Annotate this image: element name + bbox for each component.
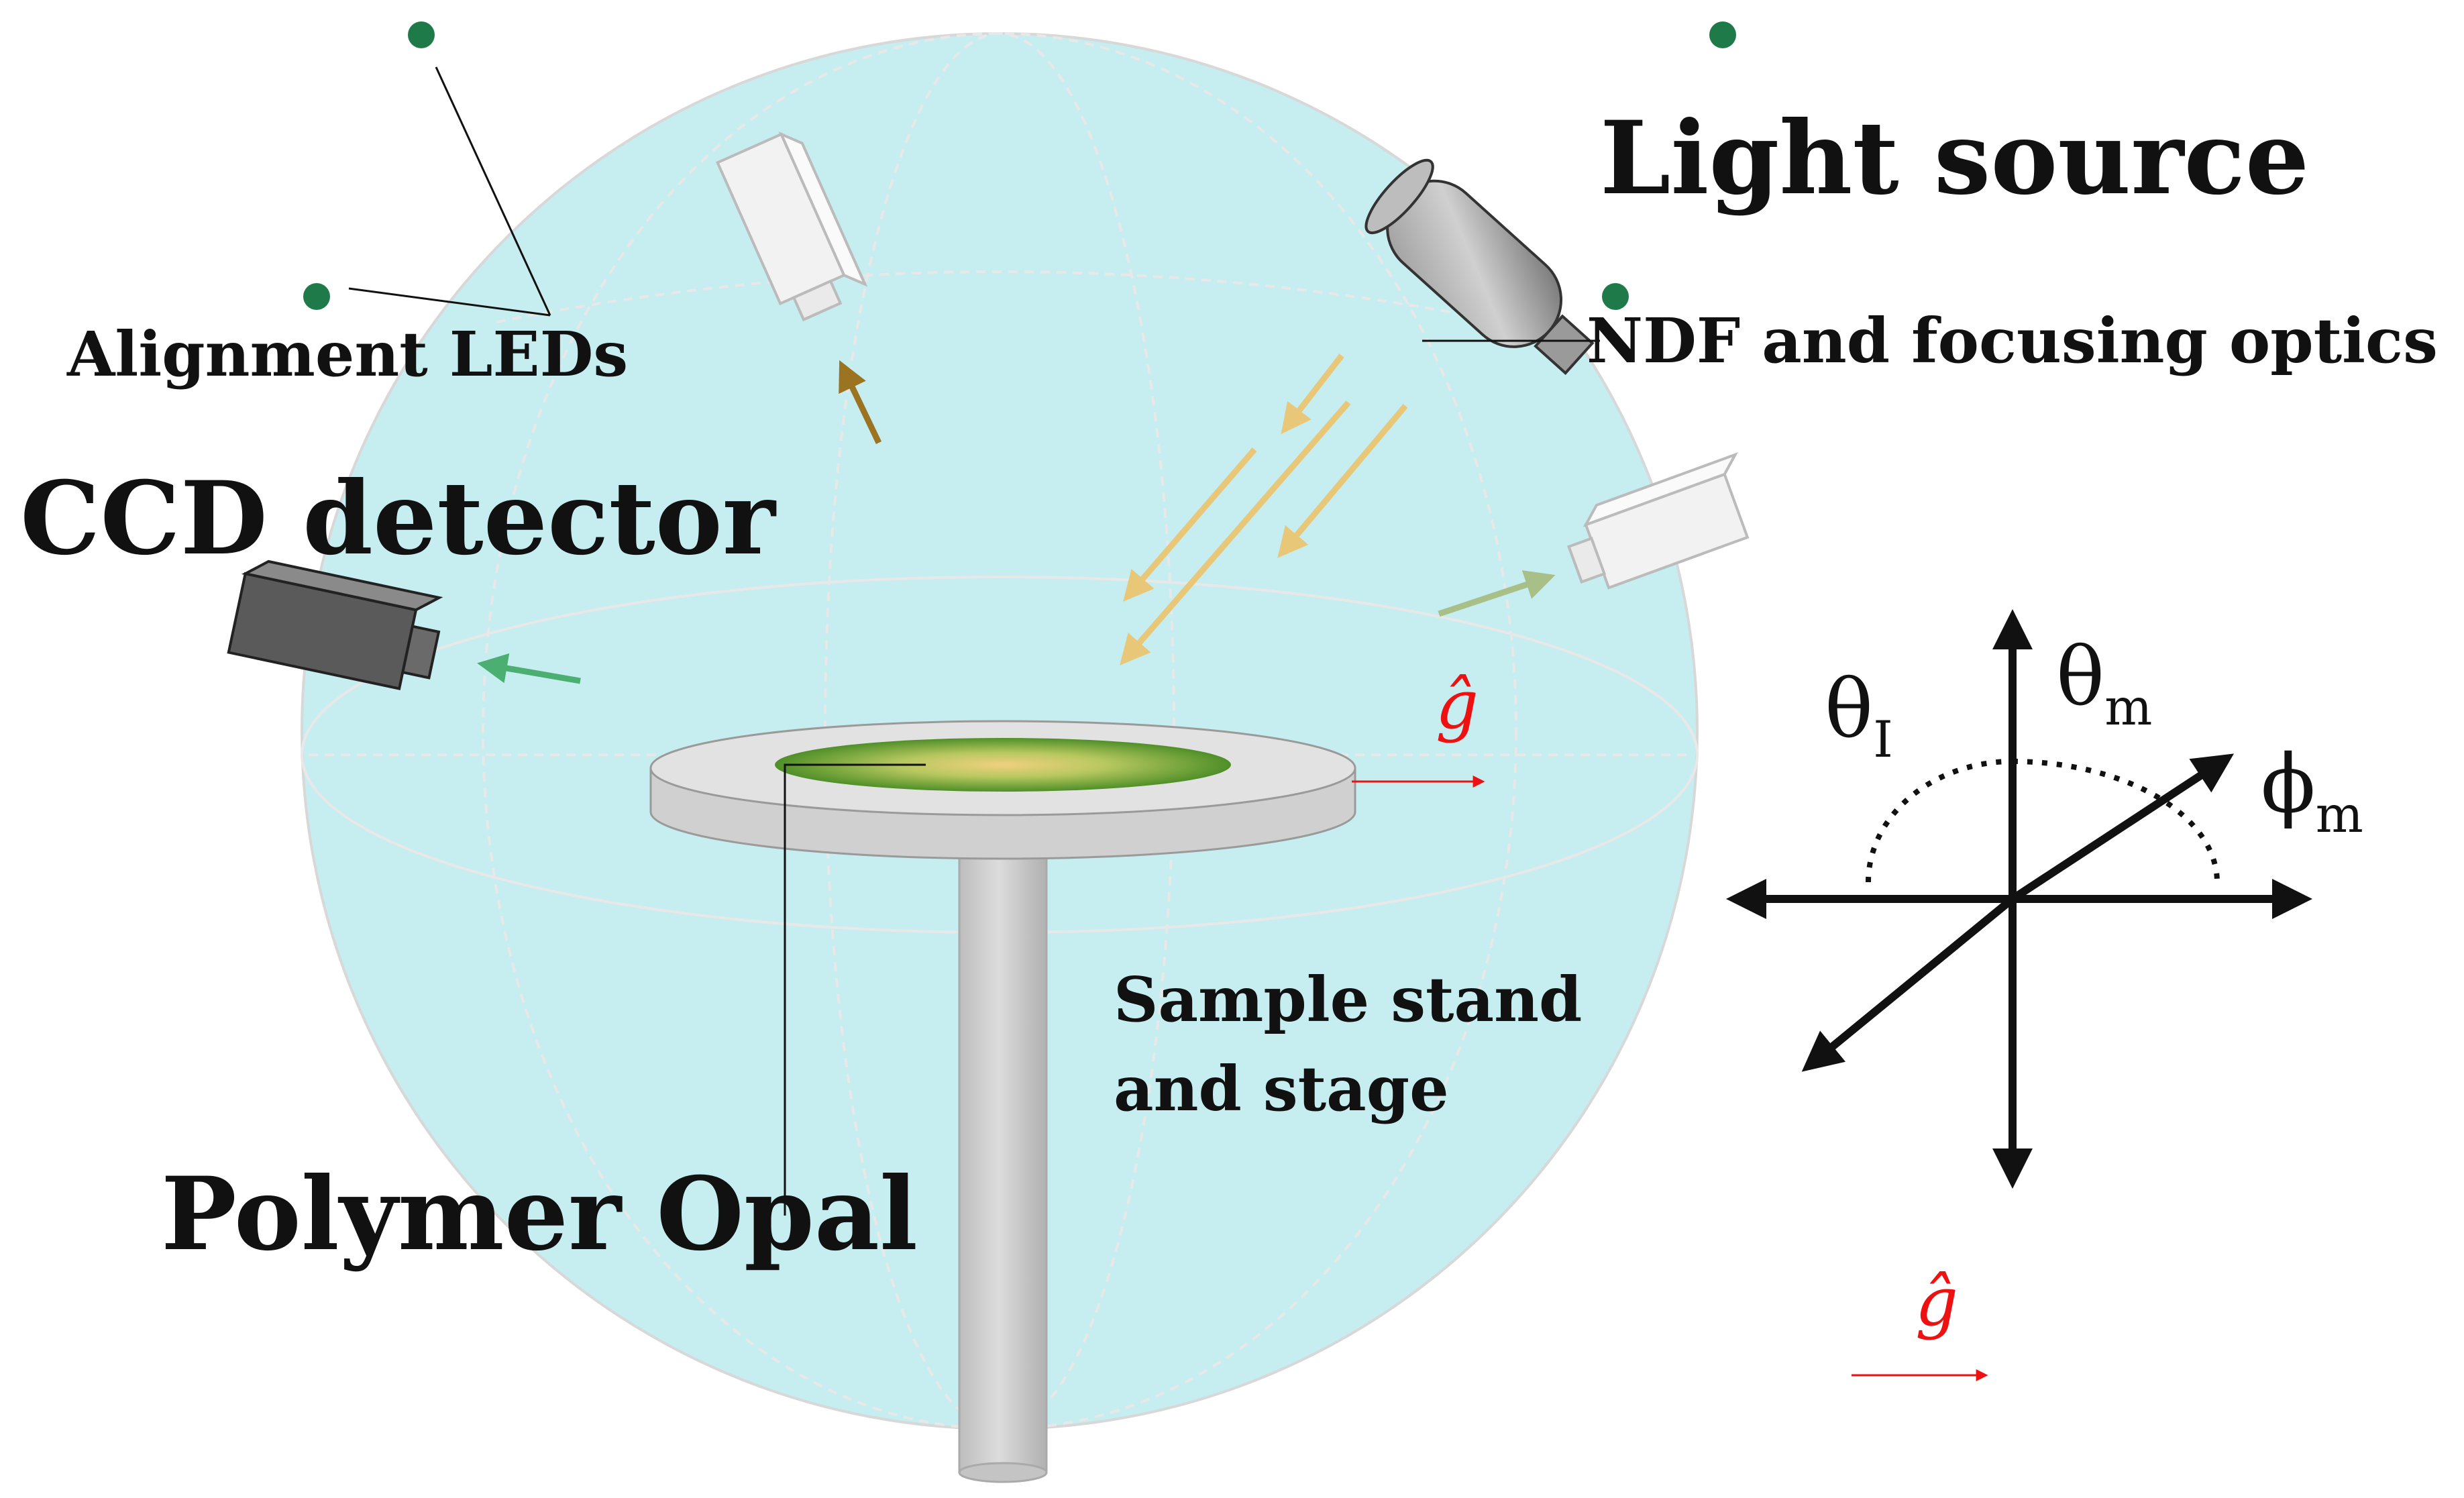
polymer-opal-label: Polymer Opal bbox=[161, 1155, 918, 1273]
right-camera-faded bbox=[1567, 452, 1750, 590]
scattered-beam-green bbox=[477, 653, 581, 684]
upper-camera-faded bbox=[715, 131, 868, 322]
incident-beam-4 bbox=[1277, 404, 1408, 558]
stand-pole-foot bbox=[958, 1462, 1048, 1483]
upper-camera-top-face bbox=[778, 131, 868, 287]
led-leader-line-2 bbox=[348, 287, 551, 317]
alignment-leds-label: Alignment LEDs bbox=[66, 318, 628, 390]
ccd-detector-camera bbox=[227, 559, 443, 690]
led-dot-right bbox=[1602, 283, 1629, 310]
camera-top-face bbox=[241, 559, 443, 612]
light-source-lamp bbox=[1364, 158, 1595, 375]
led-dot-top-left bbox=[408, 21, 435, 48]
light-source-label: Light source bbox=[1600, 99, 2309, 217]
right-camera-lens bbox=[1567, 536, 1607, 584]
lamp-end-cap bbox=[1364, 158, 1434, 235]
sample-stand-label-line2: and stage bbox=[1114, 1053, 1449, 1125]
axis-diagonal-in bbox=[1801, 896, 2015, 1072]
polymer-opal-leader-line bbox=[784, 763, 926, 1216]
gravity-symbol-main: ĝ bbox=[1436, 665, 1479, 744]
right-camera-top-face bbox=[1583, 452, 1738, 527]
stand-pole bbox=[958, 817, 1048, 1474]
theta-m-symbol: θm bbox=[2056, 631, 2152, 737]
theta-m-arc bbox=[2012, 759, 2220, 883]
polymer-opal-film bbox=[775, 738, 1231, 792]
led-dot-top-right bbox=[1709, 21, 1736, 48]
phi-m-symbol: ϕm bbox=[2261, 738, 2363, 844]
scattered-beam-olive bbox=[1438, 570, 1556, 617]
theta-I-symbol: θI bbox=[1825, 663, 1893, 769]
led-leader-line-1 bbox=[435, 66, 551, 316]
lamp-nozzle bbox=[1534, 314, 1595, 375]
sample-stand bbox=[649, 720, 1356, 1483]
incident-beams bbox=[1120, 354, 1408, 665]
upper-camera-lens bbox=[792, 279, 843, 322]
incident-beam-3 bbox=[1120, 400, 1351, 665]
incident-beam-1 bbox=[1281, 354, 1344, 435]
ndf-optics-label: NDF and focusing optics bbox=[1587, 305, 2438, 377]
camera-lens bbox=[400, 625, 441, 680]
scattered-beam-brown bbox=[839, 360, 882, 444]
theta-I-arc bbox=[1866, 759, 2013, 883]
gravity-symbol-axes: ĝ bbox=[1915, 1263, 1958, 1341]
sample-stand-label-line1: Sample stand bbox=[1114, 963, 1582, 1036]
incident-beam-2 bbox=[1123, 447, 1257, 602]
axis-diagonal-out bbox=[2010, 753, 2235, 903]
sphere-latitude-top bbox=[496, 270, 1503, 323]
angle-axes bbox=[1726, 609, 2312, 1189]
led-dot-left bbox=[303, 283, 330, 310]
alignment-leds bbox=[303, 21, 1736, 317]
ccd-detector-label: CCD detector bbox=[20, 460, 777, 578]
